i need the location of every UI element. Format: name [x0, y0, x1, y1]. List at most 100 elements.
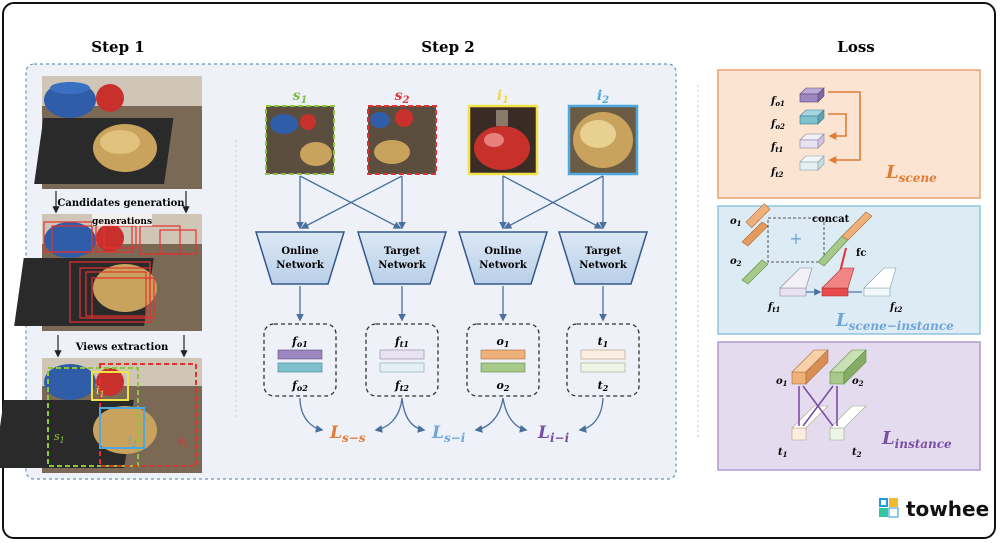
loss-label-s-i: Ls−i: [431, 423, 466, 445]
scene-label-ft2-sub: t2: [775, 170, 783, 179]
towhee-logo: [879, 498, 899, 518]
feature-2-bottom-base: f: [394, 379, 402, 392]
network-target-2-line2: Network: [579, 260, 628, 271]
view-label-i2-sub: 2: [131, 440, 137, 449]
inst-label-o1-sub: 1: [783, 379, 788, 388]
inst-loss-title-base: L: [881, 428, 895, 449]
loss-scene-instance-panel: o1 o2 + concat fc ft1 ft2 Lscene−instanc…: [717, 203, 981, 335]
view-title-s1: s1: [293, 88, 308, 106]
step1-image-original: [34, 76, 202, 189]
curve-f1-lss: [299, 397, 324, 433]
curve-f4-lii: [578, 397, 604, 433]
inst-label-t1-base: t: [778, 447, 783, 458]
generations-overlap-label: generations: [92, 217, 152, 227]
feature-4-bottom: t2: [598, 379, 609, 393]
feature-2-top: ft1: [394, 335, 409, 349]
view-title-i1: i1: [497, 88, 509, 106]
si-loss-title: Lscene−instance: [835, 310, 954, 333]
feature-3-top-sub: 1: [504, 339, 510, 349]
feature-2-top-base: f: [394, 335, 402, 348]
loss-label-s-s: Ls−s: [329, 423, 366, 445]
curve-f3-lsi: [474, 397, 504, 433]
loss-label-s-s-base: L: [329, 423, 342, 443]
step1-image-candidates: generations: [14, 214, 202, 331]
network-target-1: Target Network: [356, 231, 448, 285]
si-label-o1-base: o: [730, 216, 737, 227]
feature-4-top-sub: 1: [603, 339, 609, 349]
view-title-s1-sub: 1: [300, 95, 307, 106]
feature-3-top-base: o: [497, 335, 504, 348]
feature-box-4: t1 t2: [566, 323, 640, 397]
loss-label-i-i-sub: i−i: [550, 431, 570, 445]
inst-label-t2-base: t: [852, 447, 857, 458]
network-target-2-line1: Target: [585, 246, 622, 257]
scene-label-ft1-sub: t1: [775, 145, 783, 154]
view-title-i1-base: i: [497, 88, 502, 104]
view-title-s2-sub: 2: [401, 95, 409, 106]
view-label-i1-sub: 1: [100, 390, 105, 399]
network-online-2-line1: Online: [484, 246, 521, 257]
scene-label-fo1: fo1: [770, 96, 785, 108]
candidates-generation-label: Candidates generation: [57, 198, 185, 209]
scene-label-ft2-base: f: [770, 167, 777, 178]
brand-name: towhee: [906, 497, 989, 521]
arrow-s1-target: [299, 175, 402, 229]
feature-3-bottom: o2: [497, 379, 510, 393]
view-label-i1: i1: [96, 384, 105, 399]
inst-label-o1: o1: [776, 376, 788, 388]
network-target-2: Target Network: [557, 231, 649, 285]
curve-f3-lii: [502, 397, 528, 433]
scene-loss-title: Lscene: [885, 162, 937, 185]
feature-box-2: ft1 ft2: [365, 323, 439, 397]
network-target-1-line1: Target: [384, 246, 421, 257]
si-label-ft2-sub: t2: [894, 305, 902, 314]
view-label-s2: s2: [178, 434, 189, 449]
network-online-1-line2: Network: [276, 260, 325, 271]
si-label-ft1-base: f: [767, 302, 774, 313]
feature-2-bottom-sub: t2: [400, 383, 410, 393]
si-label-o2-base: o: [730, 256, 737, 267]
network-online-1: Online Network: [254, 231, 346, 285]
step1-heading: Step 1: [91, 38, 144, 56]
feature-4-top-base: t: [598, 335, 603, 348]
si-label-ft2: ft2: [889, 302, 903, 314]
view-label-s1: s1: [54, 430, 65, 445]
si-label-ft1-sub: t1: [772, 305, 780, 314]
si-concat-dashed-box: [767, 217, 825, 263]
step2-heading: Step 2: [421, 38, 474, 56]
si-loss-title-sub: scene−instance: [849, 319, 955, 333]
feature-1-top-sub: o1: [297, 339, 308, 349]
view-title-i1-sub: 1: [502, 95, 509, 106]
inst-label-o1-base: o: [776, 376, 783, 387]
scene-loss-title-base: L: [885, 162, 899, 183]
si-label-o2: o2: [730, 256, 742, 268]
view-title-i2-sub: 2: [601, 95, 609, 106]
loss-scene-panel: fo1 fo2 ft1 ft2 Lscene: [717, 69, 981, 199]
view-thumb-i1: [467, 104, 539, 176]
si-concat-label: concat: [812, 214, 850, 225]
views-extraction-label: Views extraction: [75, 342, 169, 353]
network-target-1-line2: Network: [378, 260, 427, 271]
inst-label-t1-sub: 1: [783, 450, 788, 459]
network-online-1-line1: Online: [281, 246, 318, 257]
network-online-2-line2: Network: [479, 260, 528, 271]
feature-3-top: o1: [497, 335, 510, 349]
inst-label-t2-sub: 2: [856, 450, 862, 459]
feature-1-top-base: f: [291, 335, 299, 348]
curve-f2-lss: [374, 397, 403, 433]
scene-label-fo2: fo2: [770, 119, 785, 131]
feature-3-bottom-sub: 2: [503, 383, 510, 393]
si-label-o2-sub: 2: [736, 259, 742, 268]
loss-heading: Loss: [837, 38, 874, 56]
inst-label-t1: t1: [778, 447, 788, 459]
scene-label-ft1-base: f: [770, 142, 777, 153]
feature-1-bottom-base: f: [291, 379, 299, 392]
feature-1-top: fo1: [291, 335, 308, 349]
si-fc-label: fc: [856, 248, 866, 259]
feature-4-top: t1: [598, 335, 609, 349]
feature-1-bottom-sub: o2: [297, 383, 308, 393]
loss-label-s-i-base: L: [431, 423, 444, 443]
view-thumb-s1: [265, 105, 335, 175]
view-label-i2: i2: [128, 434, 137, 449]
inst-label-t2: t2: [852, 447, 862, 459]
